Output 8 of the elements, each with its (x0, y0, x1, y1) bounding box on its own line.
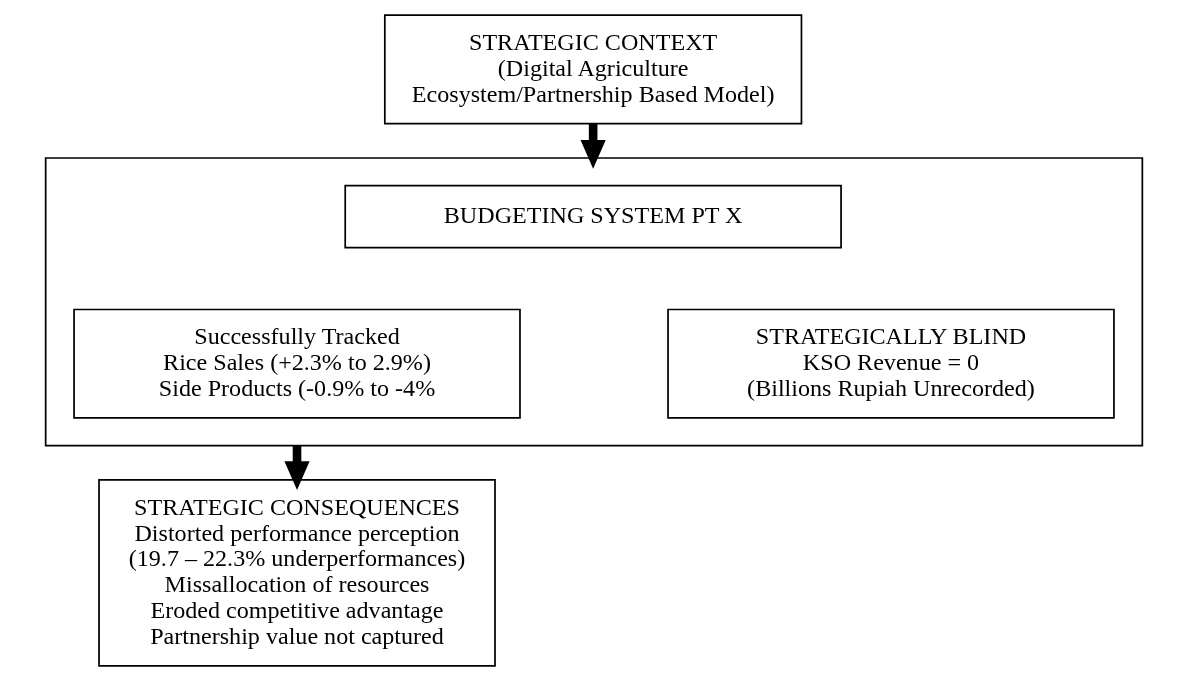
node-box: BUDGETING SYSTEM PT X (344, 184, 842, 249)
node-box: STRATEGIC CONSEQUENCES Distorted performance perception (19.7 – 22.3% underperformances) Missallocation of resources Eroded competitive advantage Partnership value not captured (98, 479, 496, 667)
arrow (284, 445, 310, 490)
cluster (44, 157, 1144, 447)
node-box: Successfully Tracked Rice Sales (+2.3% to 2.9%) Side Products (-0.9% to -4% (73, 308, 521, 419)
arrow (580, 123, 606, 169)
node-box: STRATEGIC CONTEXT (Digital Agriculture Ecosystem/Partnership Based Model) (383, 14, 803, 125)
node-box: STRATEGICALLY BLIND KSO Revenue = 0 (Billions Rupiah Unrecorded) (667, 308, 1115, 419)
